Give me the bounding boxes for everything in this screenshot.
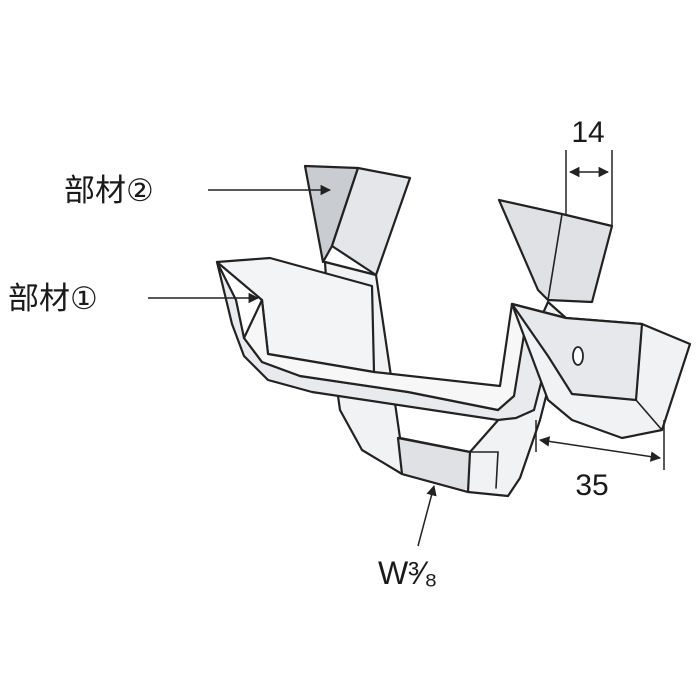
mounting-hole: [572, 346, 584, 366]
dimension-14-label: 14: [571, 116, 604, 149]
leader-part-1: 部材①: [8, 281, 260, 317]
part-1-bracket: [215, 256, 692, 440]
part-1-label: 部材①: [8, 281, 98, 317]
part-2-bracket: [303, 164, 614, 498]
part-2-bottom-edge: [469, 451, 499, 489]
size-label: W³⁄₈: [378, 555, 437, 591]
leader-part-2: 部材②: [64, 173, 332, 209]
dimension-35: 35: [535, 420, 665, 502]
dimension-14: 14: [565, 116, 613, 226]
part-2-label: 部材②: [64, 173, 154, 209]
part-2-right-tab-fold: [547, 213, 563, 301]
part-2-bottom-plate: [396, 436, 472, 494]
dimension-35-label: 35: [575, 469, 608, 502]
leader-size: W³⁄₈: [378, 484, 437, 591]
part-1-right-box-edge: [635, 323, 663, 431]
part-1-inner-wall: [242, 298, 530, 412]
